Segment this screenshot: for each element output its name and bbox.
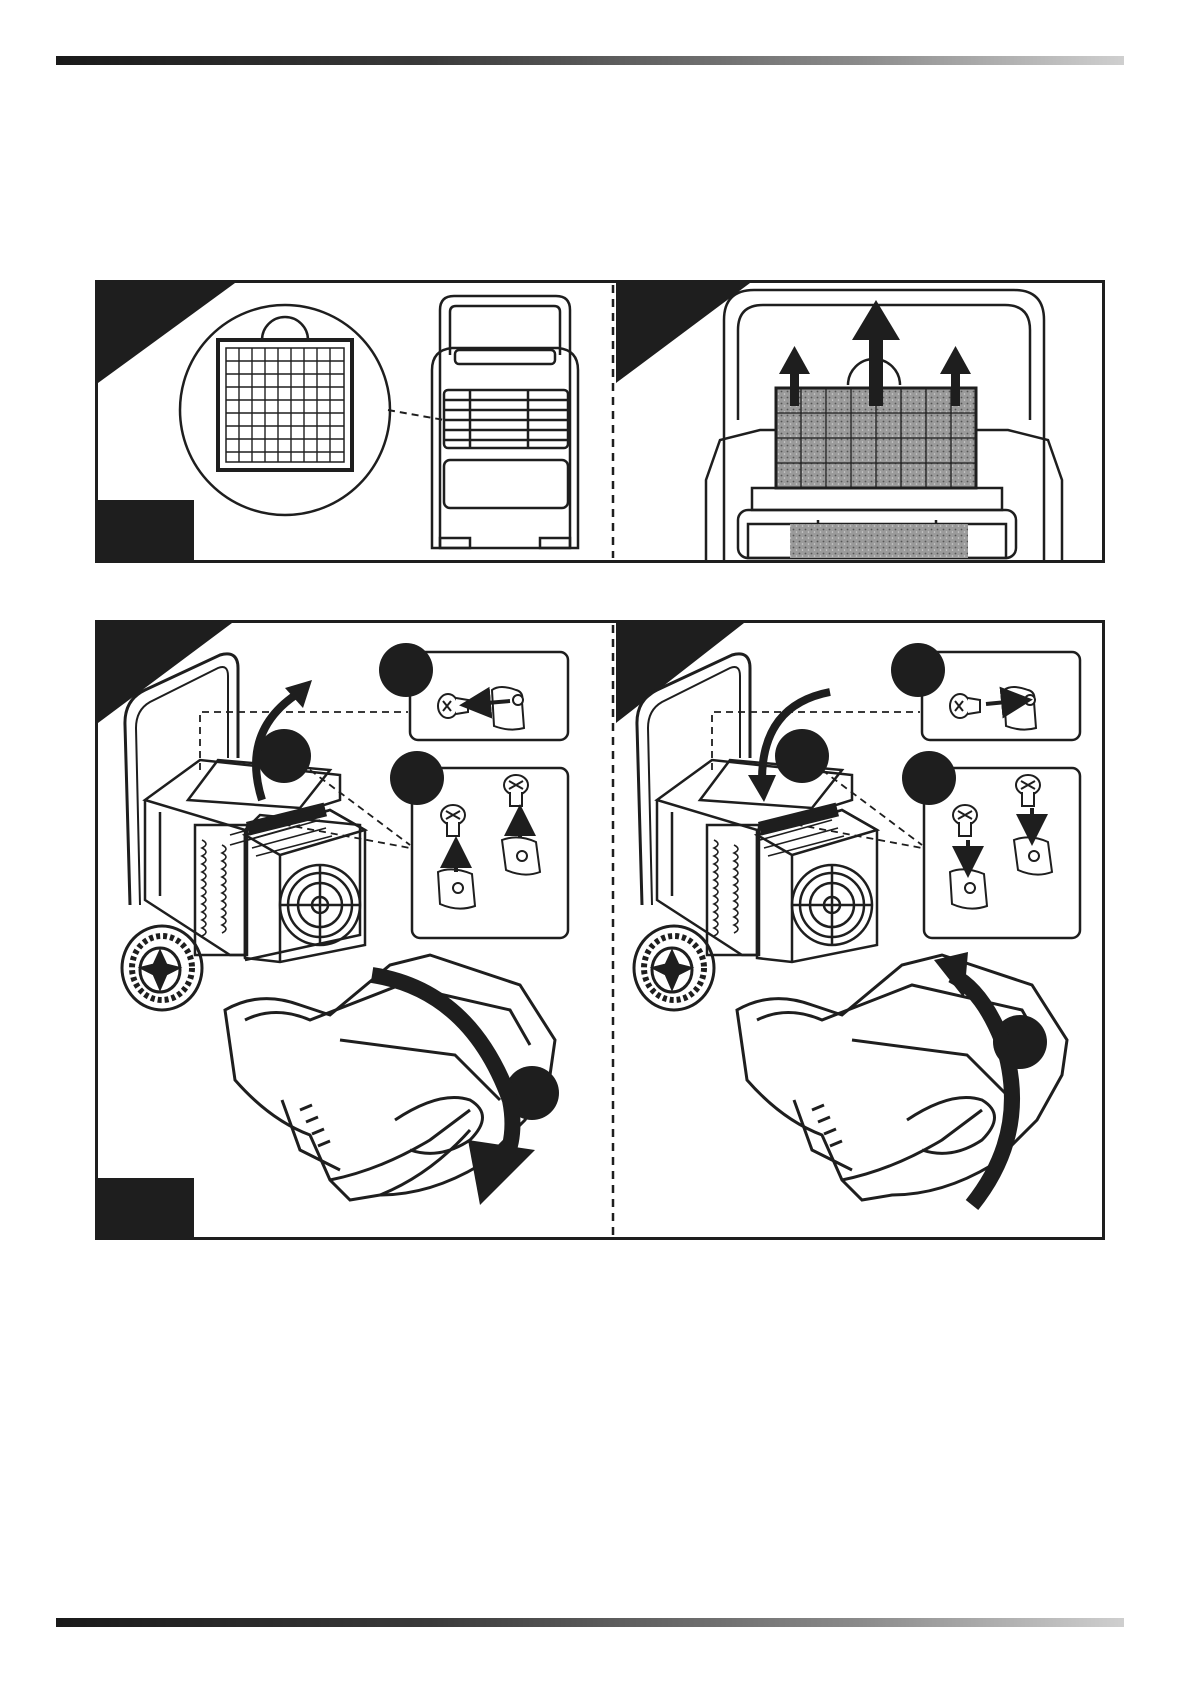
- screw-callout-box: [922, 652, 1080, 740]
- filter-peek: [790, 524, 968, 558]
- dehumidifier-front: [432, 296, 578, 548]
- coil-fins: [202, 815, 332, 936]
- step-label-block: [98, 500, 194, 560]
- service-step-close: [616, 623, 1080, 1205]
- filter-panel-right: [616, 283, 1062, 560]
- wheel: [634, 926, 714, 1010]
- coil-fins: [714, 820, 844, 936]
- screw-callout-box: [410, 652, 568, 740]
- service-step-open: [98, 623, 568, 1238]
- filter-grid-detail: [218, 340, 352, 470]
- step-label-block: [98, 1178, 194, 1238]
- unit-body: [145, 760, 365, 962]
- filter-grid-lines: [226, 348, 344, 462]
- wheel: [122, 926, 202, 1010]
- magnifier-circle: [180, 305, 390, 515]
- step-corner-marker: [616, 623, 744, 723]
- step-corner-marker: [98, 623, 232, 723]
- filter-panel-left: [98, 283, 578, 560]
